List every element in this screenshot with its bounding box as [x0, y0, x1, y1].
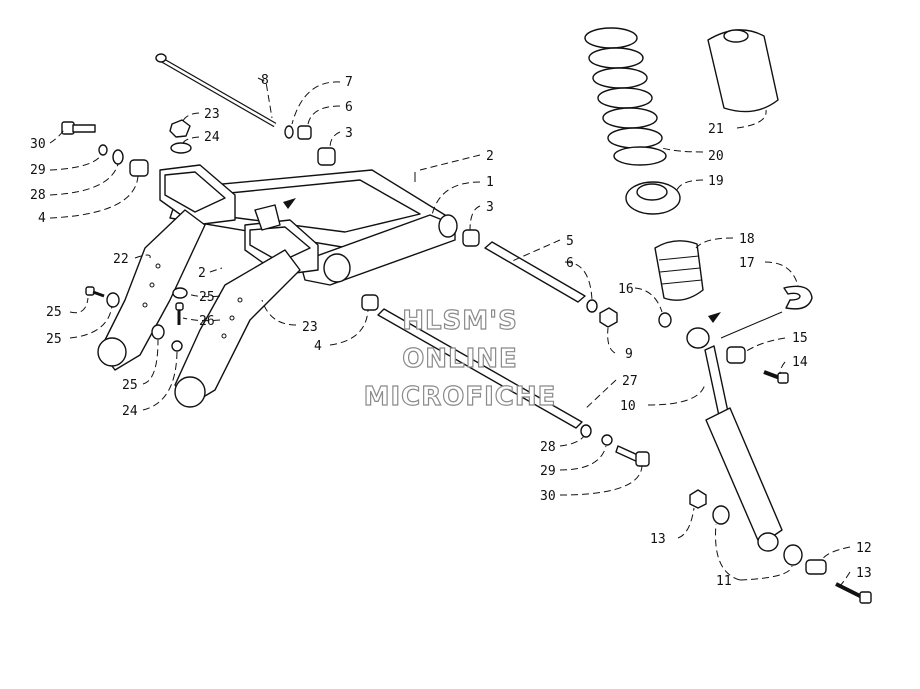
callout-23: 23: [302, 320, 318, 335]
part-26-screw-left: [85, 286, 105, 298]
arrow-marker-left: [283, 198, 296, 209]
callout-5: 5: [566, 234, 574, 249]
callout-13: 13: [856, 566, 872, 581]
callout-8: 8: [261, 73, 269, 88]
callout-29: 29: [30, 163, 46, 178]
part-23-slide-arm-right: [174, 249, 301, 408]
part-10-shock-absorber: [686, 327, 783, 552]
callout-6: 6: [566, 256, 574, 271]
callout-17: 16: [618, 282, 634, 297]
callout-18: 17: [739, 256, 755, 271]
callout-14: 13: [650, 532, 666, 547]
rail-bracket-left: [159, 164, 236, 226]
callout-1: 1: [486, 175, 494, 190]
part-3-bushing-right: [462, 229, 480, 247]
part-6-bushing: [297, 125, 312, 140]
part-8-long-bolt: [155, 53, 277, 128]
callout-11: 11: [716, 574, 732, 589]
callout-24: 23: [204, 107, 220, 122]
part-26-screw-mid: [175, 302, 184, 325]
callout-4: 4: [38, 211, 46, 226]
part-25-washer-top: [170, 142, 192, 154]
callout-4: 4: [314, 339, 322, 354]
part-4-bushing-lower: [361, 294, 379, 311]
callout-7: 7: [345, 75, 353, 90]
callout-10: 10: [620, 399, 636, 414]
watermark-line-2: ONLINE: [402, 343, 518, 374]
part-30-bolt-left: [61, 121, 96, 135]
callout-26: 25: [46, 305, 62, 320]
part-29-lockwasher-left: [98, 144, 108, 156]
callout-25: 25: [122, 378, 138, 393]
part-11-bushing-a: [712, 505, 730, 525]
callout-21: 20: [708, 149, 724, 164]
arrow-marker-right: [708, 312, 721, 323]
callout-16: 15: [792, 331, 808, 346]
part-18-clip: [783, 285, 813, 310]
part-25-washer-left-a: [106, 292, 120, 308]
callout-6: 6: [345, 100, 353, 115]
part-15-bolt: [763, 370, 789, 384]
callout-labels: 8 7 6 3 23 24 30 29 28 4 2 1 3 5 6 9 22 …: [30, 73, 872, 589]
callout-12: 12: [856, 541, 872, 556]
part-21-coil-spring: [584, 27, 667, 166]
callout-27: 27: [622, 374, 638, 389]
callout-2: 2: [486, 149, 494, 164]
part-1-pivot-arm: [299, 214, 458, 286]
part-25-washer-mid: [172, 287, 188, 299]
callout-24: 24: [122, 404, 138, 419]
callout-28: 28: [30, 188, 46, 203]
part-19-bellows: [654, 240, 704, 301]
part-24-nut-top: [169, 119, 191, 138]
part-14-nut: [689, 489, 707, 509]
part-9-nut: [599, 307, 618, 328]
part-30-bolt-right: [615, 445, 650, 467]
part-5-shaft: [484, 241, 586, 303]
callout-28: 28: [540, 440, 556, 455]
callout-15: 14: [792, 355, 808, 370]
callout-25: 25: [199, 290, 215, 305]
part-29-lockwasher-right: [601, 434, 613, 446]
callout-3: 3: [345, 126, 353, 141]
leader-lines: [49, 77, 851, 587]
callout-30: 30: [540, 489, 556, 504]
part-17-bushing: [658, 312, 672, 328]
callout-3: 3: [486, 200, 494, 215]
callout-29: 29: [540, 464, 556, 479]
part-6-bushing-right: [586, 299, 598, 313]
callout-2: 2: [198, 266, 206, 281]
callout-9: 9: [625, 347, 633, 362]
part-22-boot: [707, 29, 779, 113]
rail-bracket-right: [244, 204, 319, 276]
callout-19: 18: [739, 232, 755, 247]
watermark-line-3: MICROFICHE: [363, 381, 557, 412]
part-25-washer-left-b: [151, 324, 165, 340]
callout-22: 21: [708, 122, 724, 137]
part-16-spacer: [726, 346, 746, 364]
part-20-spring-seat: [625, 181, 681, 215]
callout-23: 22: [113, 252, 129, 267]
callout-25: 25: [46, 332, 62, 347]
callout-25: 24: [204, 130, 220, 145]
part-28-washer-left: [112, 149, 124, 165]
part-12-spacer: [805, 559, 827, 575]
part-23-slide-arm-left: [97, 209, 206, 371]
part-11-bushing-b: [783, 544, 803, 566]
part-4-bushing-left: [129, 159, 149, 177]
part-3-bushing-top: [317, 147, 336, 166]
part-24-nut-left: [171, 340, 183, 352]
callout-26: 26: [199, 314, 215, 329]
watermark-line-1: HLSM'S: [402, 305, 518, 336]
part-13-bolt: [835, 582, 872, 604]
callout-20: 19: [708, 174, 724, 189]
part-7-washer: [284, 125, 294, 139]
part-28-washer-right: [580, 424, 592, 438]
callout-30: 30: [30, 137, 46, 152]
part-27-shaft: [377, 308, 583, 429]
part-2-rail-frame: [169, 169, 446, 251]
